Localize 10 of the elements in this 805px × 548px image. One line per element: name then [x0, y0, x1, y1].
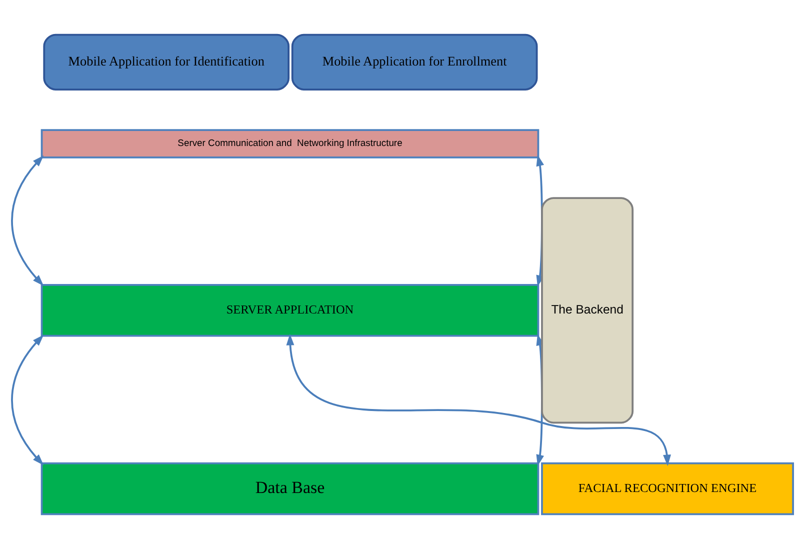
node-box: Data Base	[40, 462, 540, 515]
arrow	[11, 334, 44, 465]
node-box: The Backend	[541, 196, 634, 424]
node-box: FACIAL RECOGNITION ENGINE	[541, 462, 794, 515]
node-box: SERVER APPLICATION	[40, 283, 540, 336]
node-box: Mobile Application for Identification	[43, 33, 290, 90]
node-box: Mobile Application for Enrollment	[291, 33, 538, 90]
arrow	[11, 154, 44, 286]
node-box: Server Communication and Networking Infrastructure	[40, 128, 540, 158]
arrow	[286, 333, 671, 466]
